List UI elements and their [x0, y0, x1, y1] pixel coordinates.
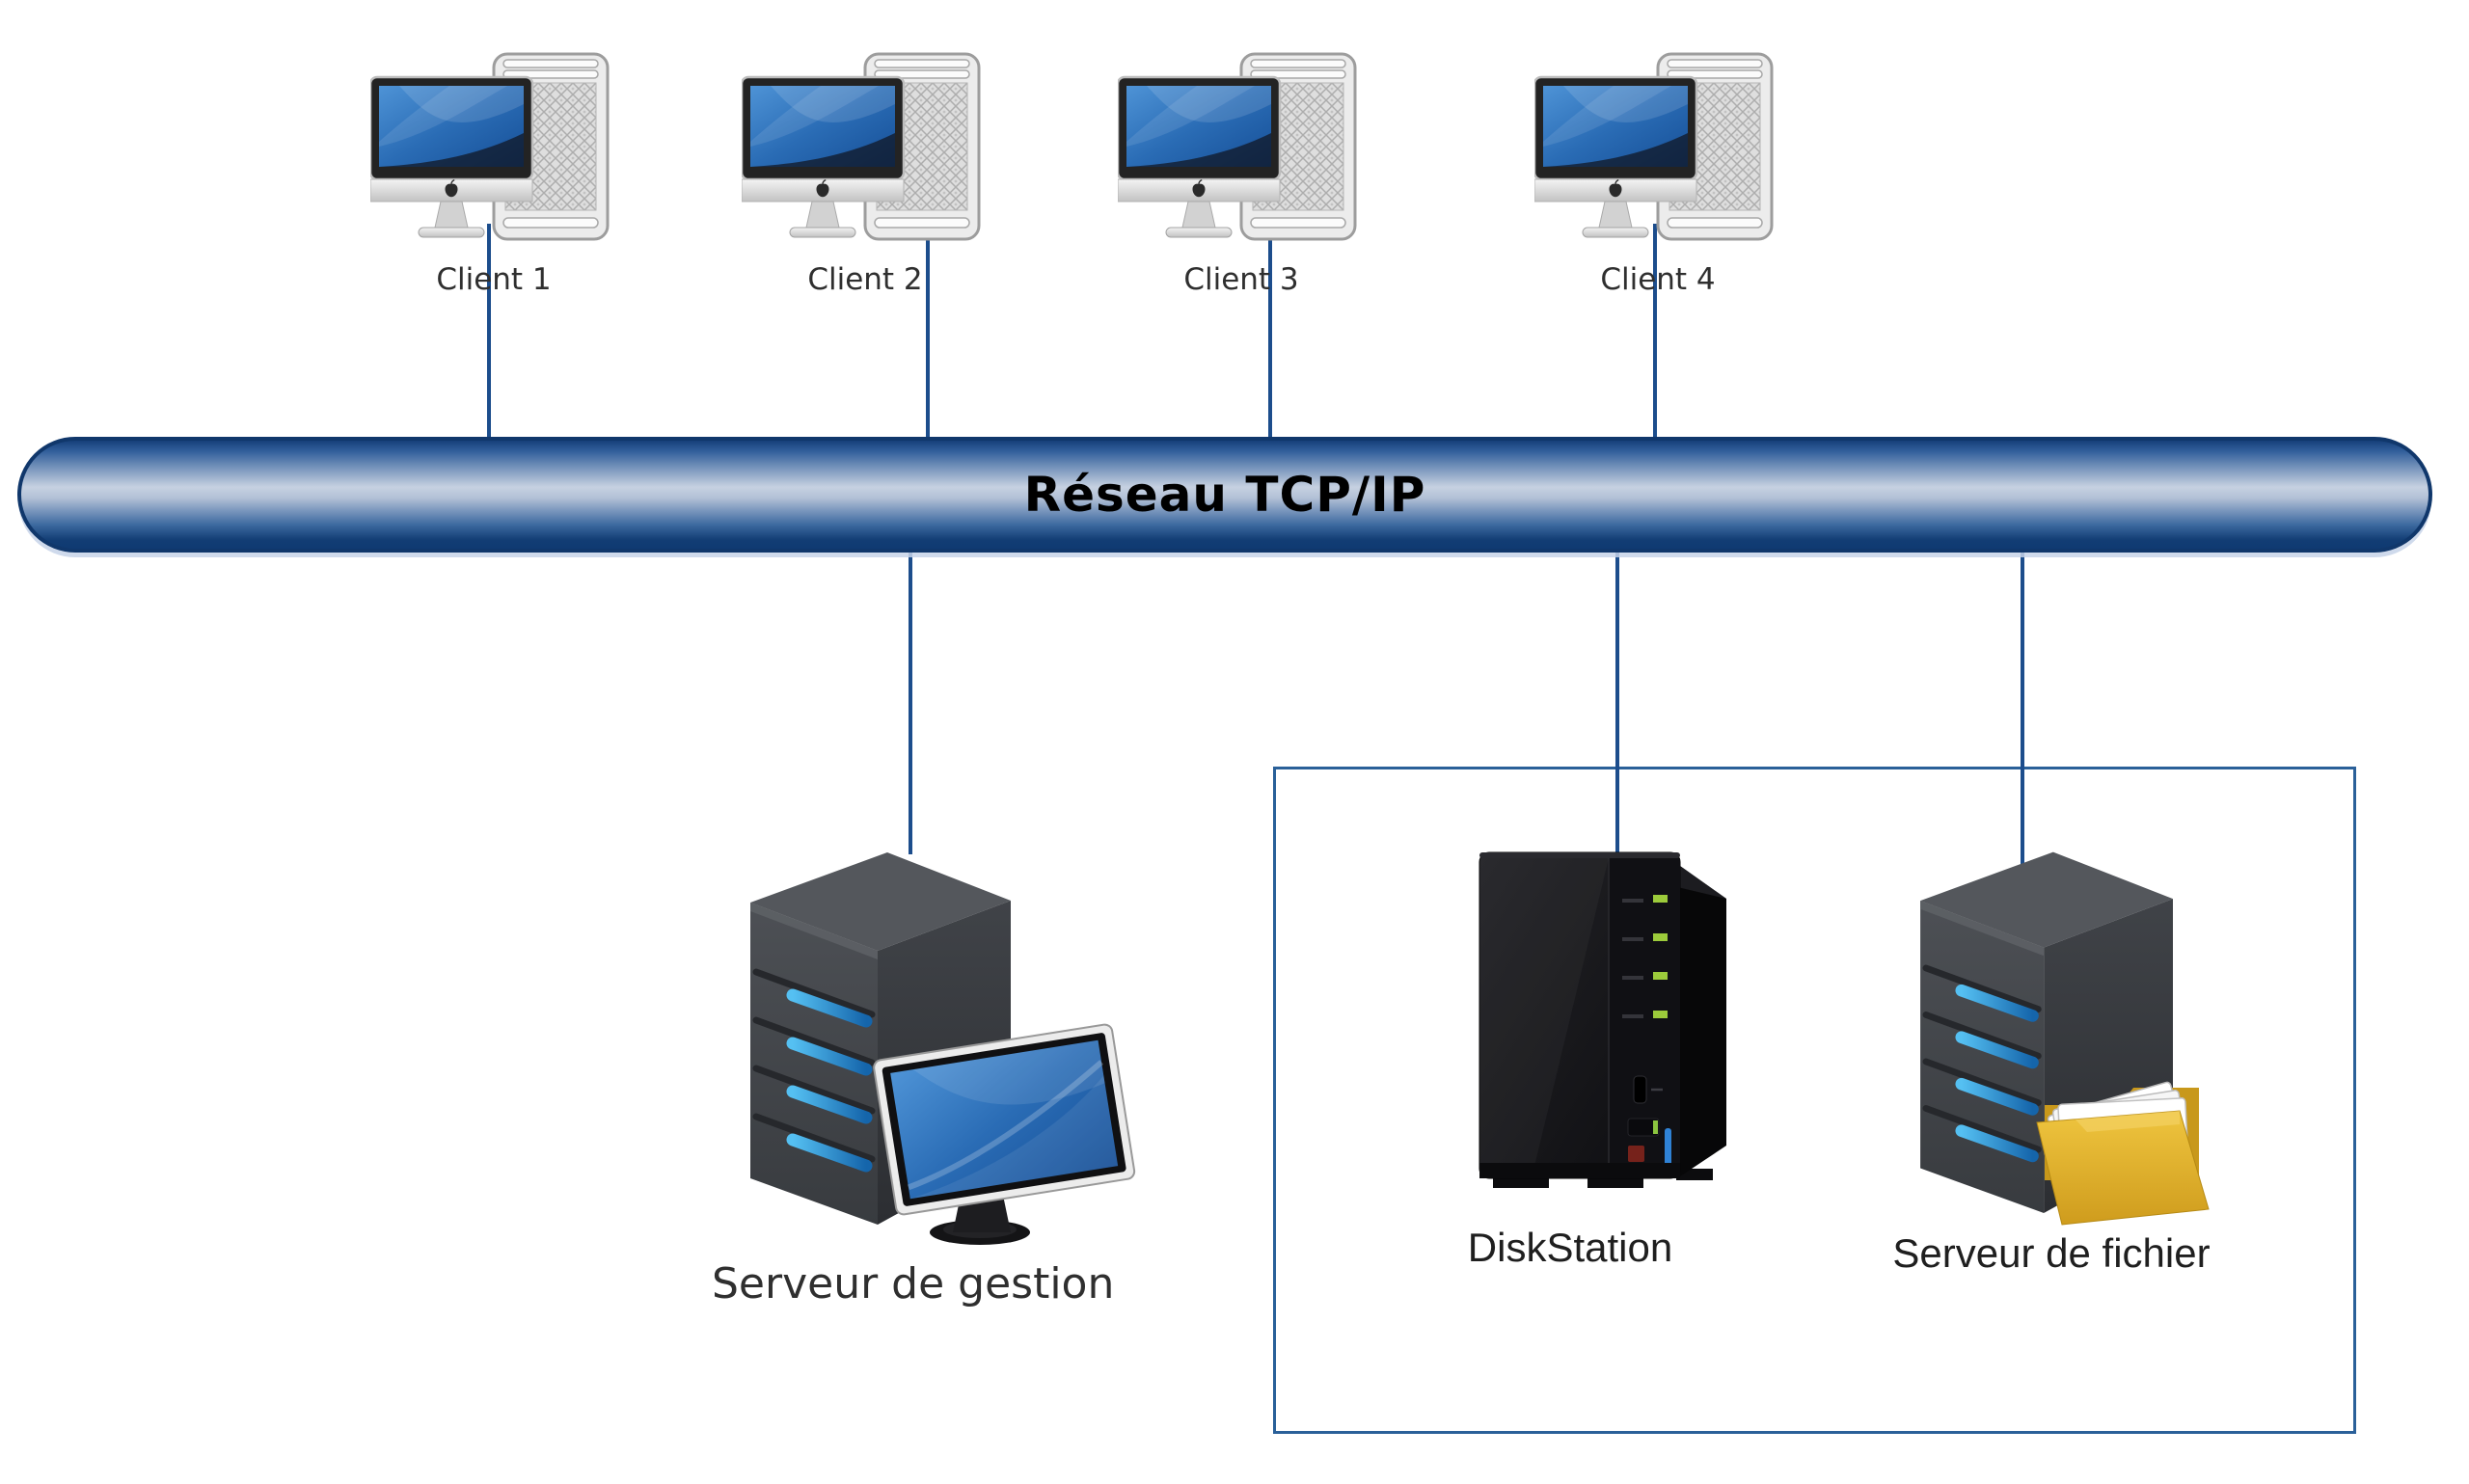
server-tower-with-monitor-icon	[721, 841, 1136, 1245]
network-bus: Réseau TCP/IP	[17, 437, 2432, 553]
imac-with-macpro-tower-icon	[1534, 52, 1774, 241]
file-server-label: Serveur de fichier	[1892, 1230, 2211, 1276]
client-2-label: Client 2	[807, 262, 923, 297]
imac-with-macpro-tower-icon	[370, 52, 610, 241]
connector-client-4	[1653, 224, 1657, 439]
management-server-label: Serveur de gestion	[712, 1259, 1115, 1309]
client-node-1: Client 1	[369, 48, 618, 297]
connector-diskstation	[1615, 551, 1619, 917]
imac-with-macpro-tower-icon	[1118, 52, 1357, 241]
network-bus-label: Réseau TCP/IP	[1023, 467, 1426, 523]
client-node-3: Client 3	[1117, 48, 1366, 297]
connector-client-1	[487, 224, 491, 439]
client-3-label: Client 3	[1183, 262, 1299, 297]
connector-client-2	[926, 224, 930, 439]
client-1-label: Client 1	[436, 262, 552, 297]
client-node-2: Client 2	[741, 48, 990, 297]
file-server-node: Serveur de fichier	[1892, 841, 2211, 1277]
storage-group-box	[1273, 767, 2356, 1434]
diskstation-node: DiskStation	[1464, 837, 1753, 1271]
connector-client-3	[1268, 224, 1272, 439]
diskstation-label: DiskStation	[1467, 1225, 1673, 1270]
client-4-label: Client 4	[1600, 262, 1716, 297]
imac-with-macpro-tower-icon	[742, 52, 981, 241]
server-tower-with-folder-icon	[1892, 841, 2210, 1226]
synology-diskstation-icon	[1479, 851, 1726, 1188]
connector-file-server	[2021, 551, 2024, 869]
connector-management-server	[909, 551, 912, 854]
client-node-4: Client 4	[1533, 48, 1782, 297]
management-server-node: Serveur de gestion	[712, 841, 1155, 1309]
